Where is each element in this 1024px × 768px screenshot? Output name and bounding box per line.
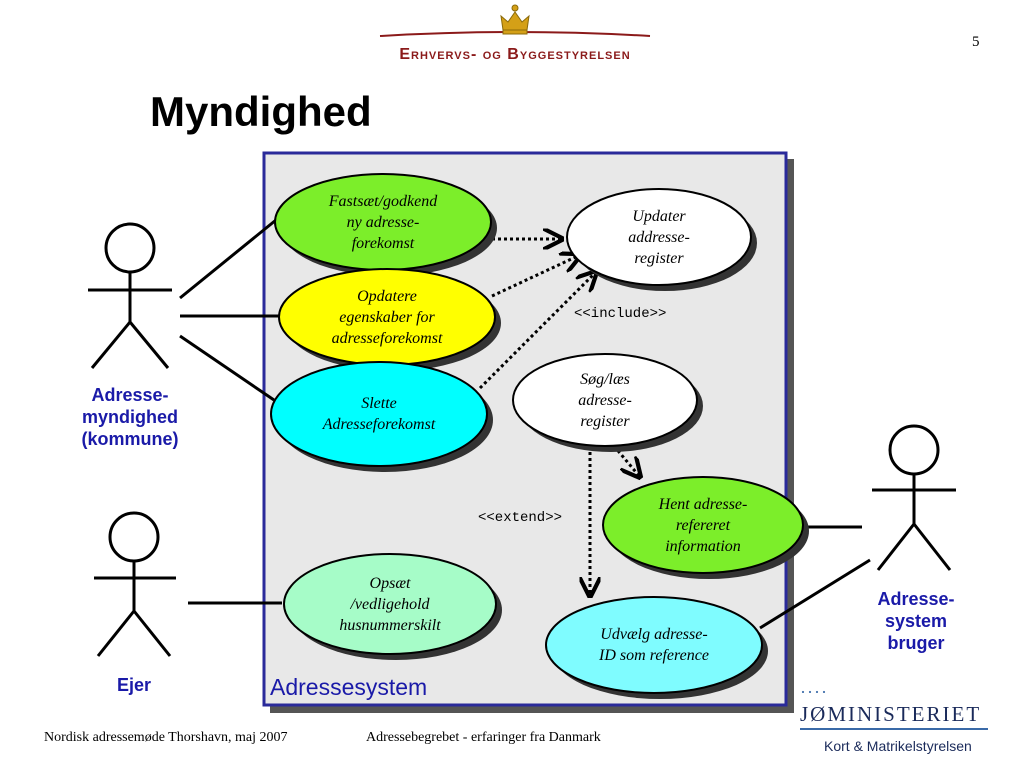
include-stereotype: <<include>> <box>574 306 667 322</box>
association-myndighed-fastsaet <box>179 218 277 300</box>
use-case-opsaet <box>283 553 497 655</box>
use-case-soeg <box>512 353 698 447</box>
actor-bruger-label: Adresse- system bruger <box>877 589 955 653</box>
agency-logo: Erhvervs- og Byggestyrelsen <box>360 2 670 70</box>
use-case-updater-label: Updater addresse- register <box>628 207 690 267</box>
use-case-fastsaet-label: Fastsæt/godkend ny adresse- forekomst <box>328 192 438 252</box>
extend-stereotype: <<extend>> <box>478 510 563 526</box>
crown-icon <box>379 4 651 37</box>
use-case-hent <box>602 476 804 574</box>
ministry-name: JØMINISTERIET <box>800 702 982 726</box>
footer-presentation-title: Adressebegrebet - erfaringer fra Danmark <box>366 730 601 745</box>
ministry-rule <box>800 728 988 730</box>
include-arrow-opdatere <box>491 255 580 298</box>
use-case-udvaelg <box>545 596 763 694</box>
actor-myndighed-label: Adresse- myndighed (kommune) <box>81 385 179 449</box>
actor-ejer-figure <box>94 511 176 657</box>
use-case-updater <box>566 188 752 286</box>
use-case-hent-label: Hent adresse- refereret information <box>658 495 748 555</box>
use-case-soeg-label: Søg/læs adresse- register <box>578 370 632 430</box>
agency-name: Kort & Matrikelstyrelsen <box>824 738 972 754</box>
use-case-slette <box>270 361 488 467</box>
actor-ejer-label: Ejer <box>116 675 152 695</box>
use-case-opdatere-label: Opdatere egenskaber for adresseforekomst <box>331 287 443 347</box>
use-case-udvaelg-label: Udvælg adresse- ID som reference <box>599 626 709 664</box>
actor-bruger-figure <box>872 424 956 571</box>
association-myndighed-slette <box>179 334 275 402</box>
association-bruger-udvaelg <box>759 558 871 630</box>
logo-text: Erhvervs- og Byggestyrelsen <box>399 46 631 63</box>
use-case-opsaet-label: Opsæt /vedligehold husnummerskilt <box>339 574 441 634</box>
actor-myndighed-figure <box>88 222 172 369</box>
page-title: Myndighed <box>150 88 372 135</box>
ministry-dots: ···· <box>800 682 828 702</box>
use-case-slette-label: Slette Adresseforekomst <box>322 395 436 433</box>
system-label: Adressesystem <box>270 674 428 700</box>
footer-event: Nordisk adressemøde Thorshavn, maj 2007 <box>44 730 288 745</box>
page-number: 5 <box>972 34 980 50</box>
